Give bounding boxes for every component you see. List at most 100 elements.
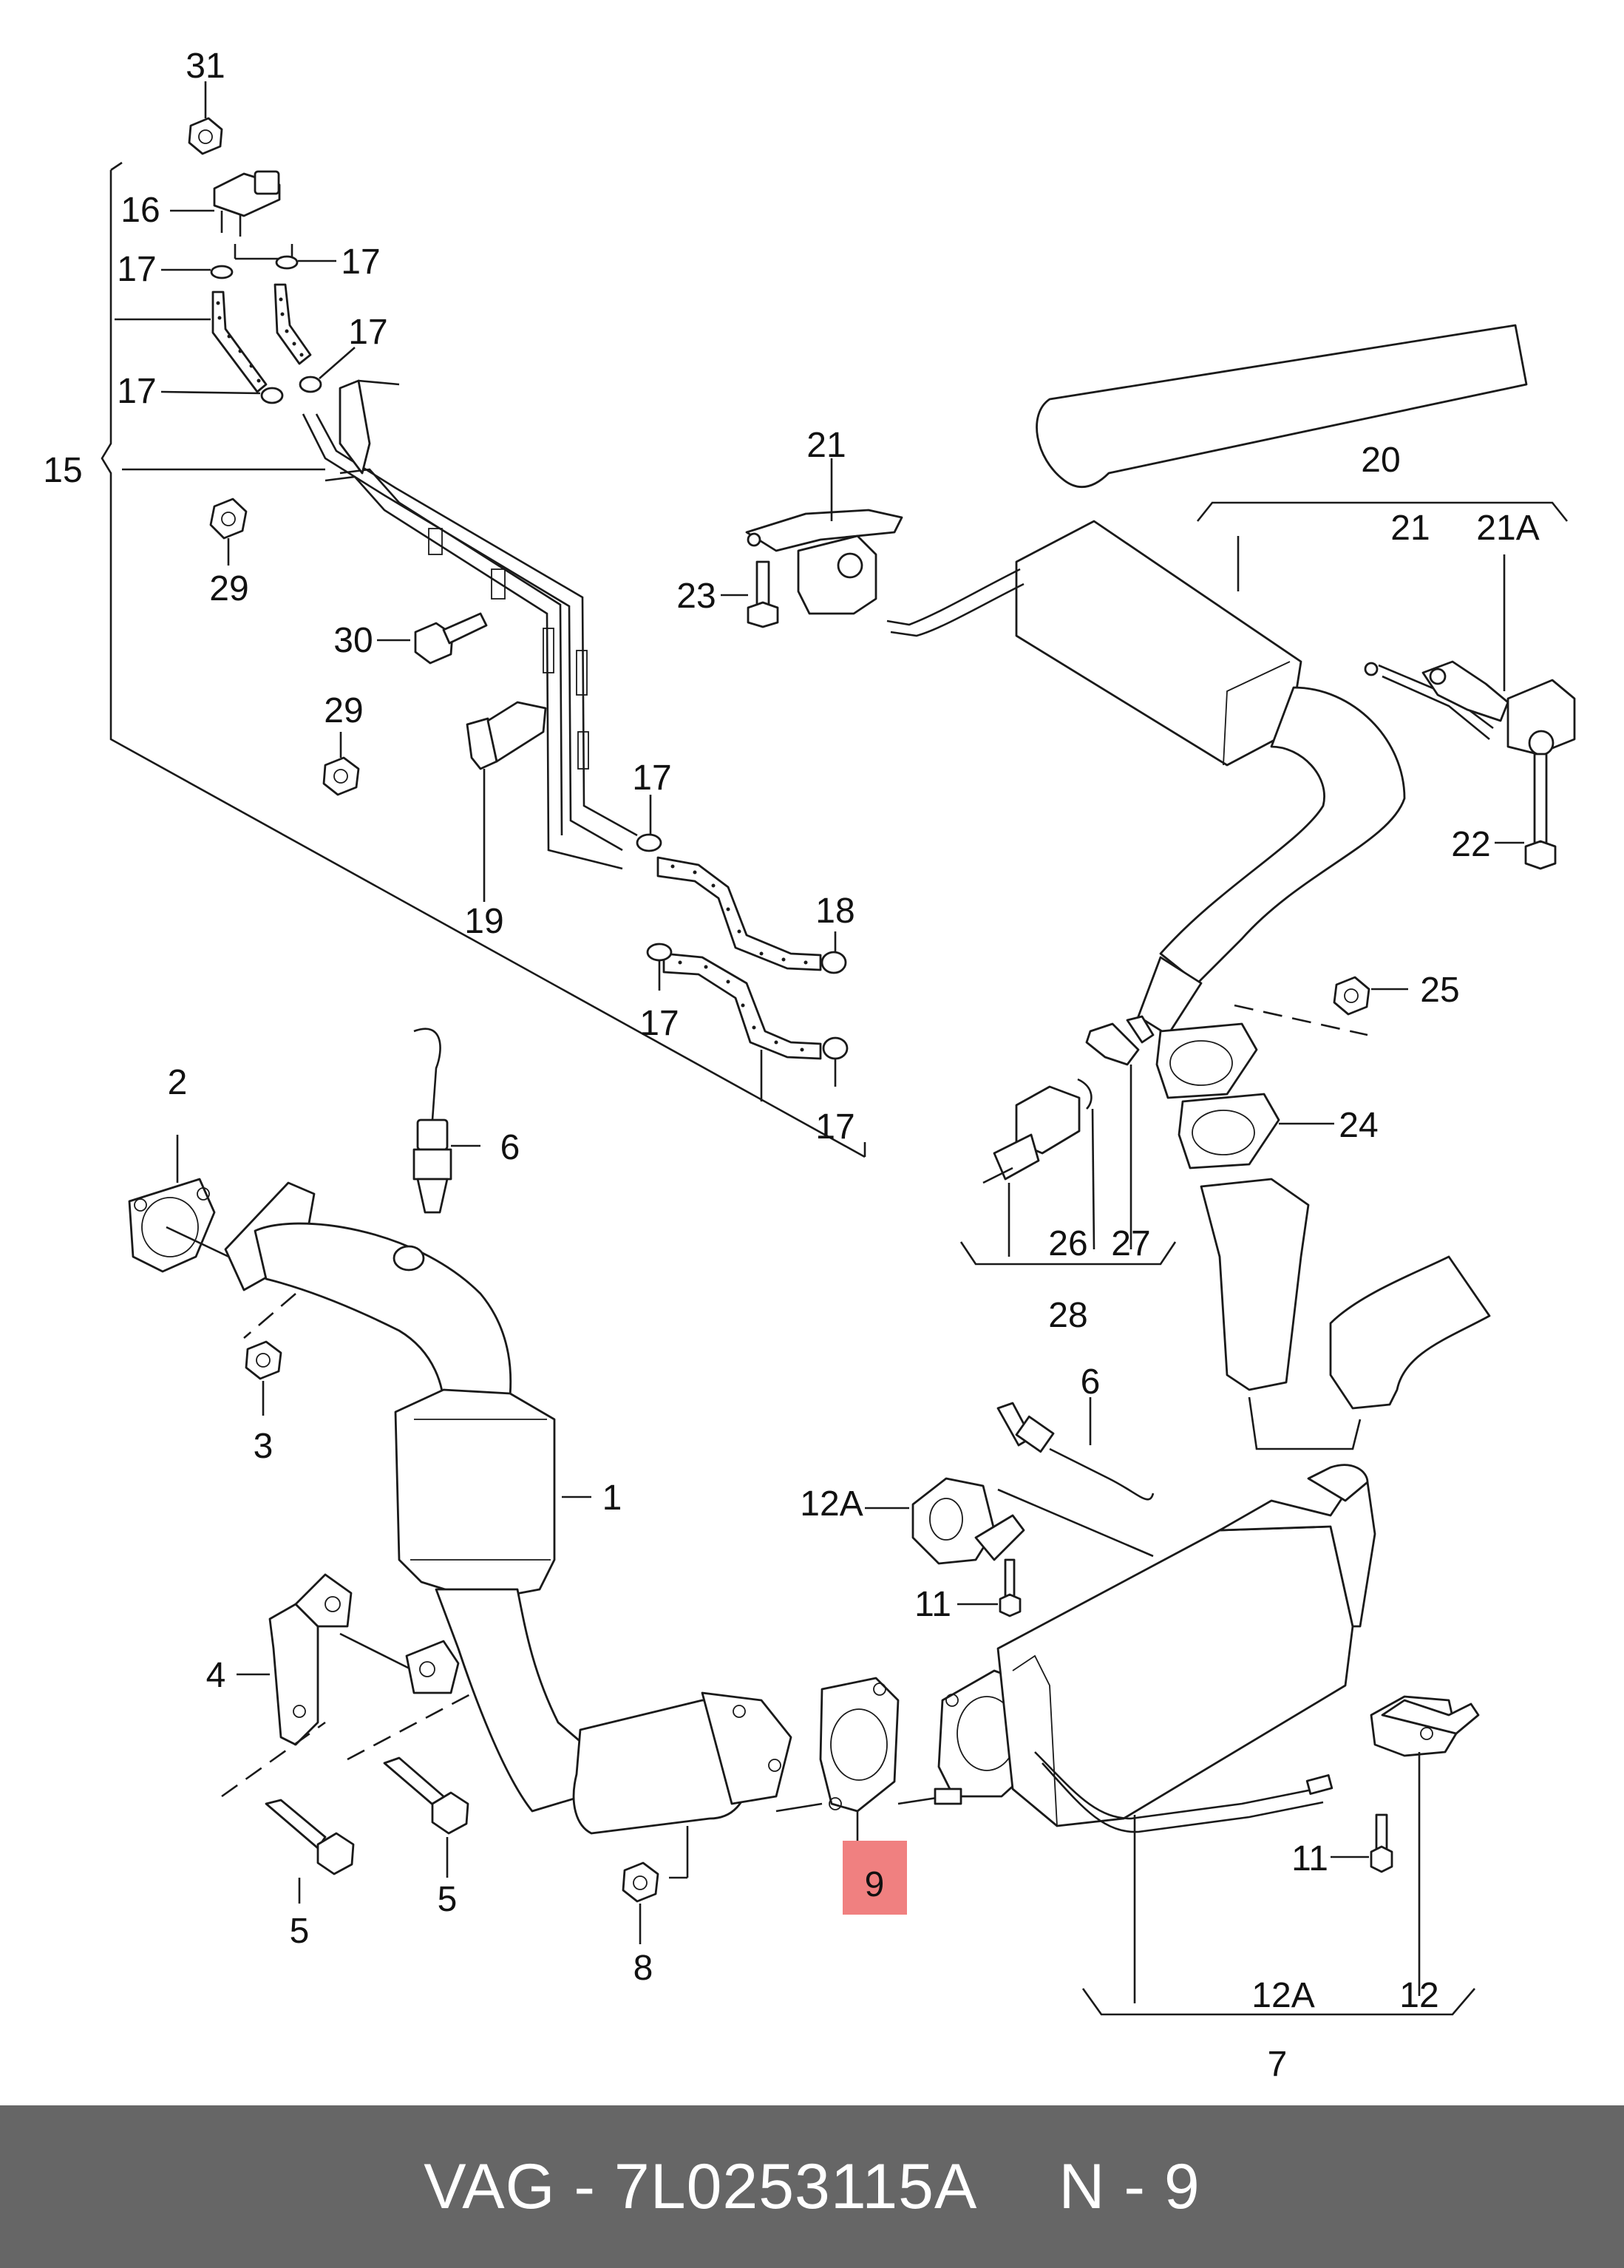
callout-7: 7 [1268,2045,1288,2084]
callout-11-a: 11 [914,1585,951,1624]
nut-25 [1333,976,1408,1016]
particle-filter-group [865,1397,1480,2016]
pressure-pipe-c [325,475,623,870]
item-reference: N - 9 [1059,2150,1200,2222]
nut-29-upper [209,498,248,566]
pipe-bracket [339,379,371,475]
nut-3 [245,1340,282,1416]
front-pipe [254,1222,512,1406]
pipe-connect-lines [1248,1396,1362,1450]
nut-29-lower [322,732,360,796]
hanger-bracket-21A [1421,554,1576,756]
gasket-24-lower [1178,1093,1334,1169]
callout-17-b: 17 [341,242,380,282]
group-15-bracket [101,170,866,1158]
silencer-body [1015,520,1302,767]
lambda-sensor-6-lower [996,1397,1155,1501]
callout-2: 2 [168,1063,188,1102]
callout-15: 15 [43,451,82,490]
pre-cat-flange [701,1691,792,1805]
callout-17-a: 17 [117,250,156,289]
clamp-27 [1085,1015,1155,1249]
callout-24: 24 [1339,1106,1378,1145]
callout-12: 12 [1399,1976,1438,2015]
group-20-bracket [1196,501,1569,522]
bracket-4 [237,1573,353,1746]
sensor-hose-group [101,81,866,1158]
callout-31: 31 [186,47,225,86]
spring-26 [1077,1078,1093,1110]
callout-9: 9 [865,1865,885,1904]
dash-25 [1234,1004,1368,1036]
callout-25: 25 [1420,971,1459,1010]
clamp-17-mid [636,795,662,852]
callout-5-b: 5 [438,1880,458,1919]
hose-right-upper [274,283,312,365]
bolt-22 [1495,753,1557,870]
rear-silencer-group [721,324,1576,1450]
bracket-12 [1370,1695,1480,1996]
intermediate-pipe [1159,686,1406,985]
clamp-17-upper-right [275,255,336,270]
hanger-bracket-21 [745,458,903,615]
nut-31 [188,81,223,155]
callout-1: 1 [602,1478,622,1518]
callout-26: 26 [1048,1224,1087,1263]
pressure-pipe-b [315,413,638,837]
tail-pipe [1036,324,1528,488]
lambda-sensor-6-upper [412,1028,480,1214]
callout-3: 3 [254,1427,274,1466]
dpf-body [996,1525,1354,1827]
highlight-box-9 [843,1841,907,1915]
callout-29-b: 29 [324,691,363,730]
callout-17-c: 17 [348,313,387,352]
bolt-5-right [383,1756,469,1878]
mid-pipe [435,1588,608,1813]
bolt-11-left [957,1558,1022,1617]
sensor-26 [982,1085,1081,1184]
callout-6-a: 6 [500,1128,520,1167]
gasket-2 [128,1135,216,1273]
group-7-bracket [1081,1988,1475,2016]
callout-30: 30 [333,621,373,660]
bolt-11-right [1331,1813,1393,1873]
callout-11-b: 11 [1291,1839,1328,1878]
callout-21A: 21A [1476,509,1539,548]
dpf-side-pipe [1034,1751,1316,1820]
hanger-pipe [886,568,1021,626]
callout-8: 8 [633,1949,653,1988]
hose-left-upper [211,291,268,393]
callout-4: 4 [206,1656,226,1695]
callout-5-a: 5 [290,1912,310,1951]
gasket-24-upper [1155,1022,1258,1099]
pressure-sensor-16 [170,170,293,260]
clamp-17-lower-left [160,387,284,404]
callout-17-f: 17 [639,1004,679,1043]
clamp-18 [821,931,847,974]
nut-8 [622,1861,659,1944]
gasket-9 [819,1677,900,1841]
clamp-17-lower-right [299,347,356,393]
callout-20: 20 [1361,441,1400,480]
bracket-12A [865,1477,1154,1565]
pipe-section-side [1329,1255,1491,1410]
clamp-17-lower-a [646,943,673,991]
callout-17-g: 17 [815,1107,855,1147]
callout-21-a: 21 [806,426,846,465]
callout-19: 19 [464,902,503,941]
hose-lower-upper [656,856,822,971]
callout-21-b: 21 [1390,509,1430,548]
callout-16: 16 [120,191,160,230]
catalytic-converter-1 [394,1388,591,1602]
group-28-bracket [959,1241,1177,1266]
callout-12A-b: 12A [1251,1976,1314,2015]
exhaust-parts-diagram: 31 16 17 17 17 17 15 29 30 29 19 17 18 1… [43,47,1576,2084]
bolt-23 [721,560,779,628]
holder-19 [466,701,547,902]
clamp-17-lower-b [822,1036,849,1087]
clamp-17-upper-left [161,265,234,279]
front-pipe-group [128,1028,947,1944]
callout-23: 23 [676,577,716,616]
